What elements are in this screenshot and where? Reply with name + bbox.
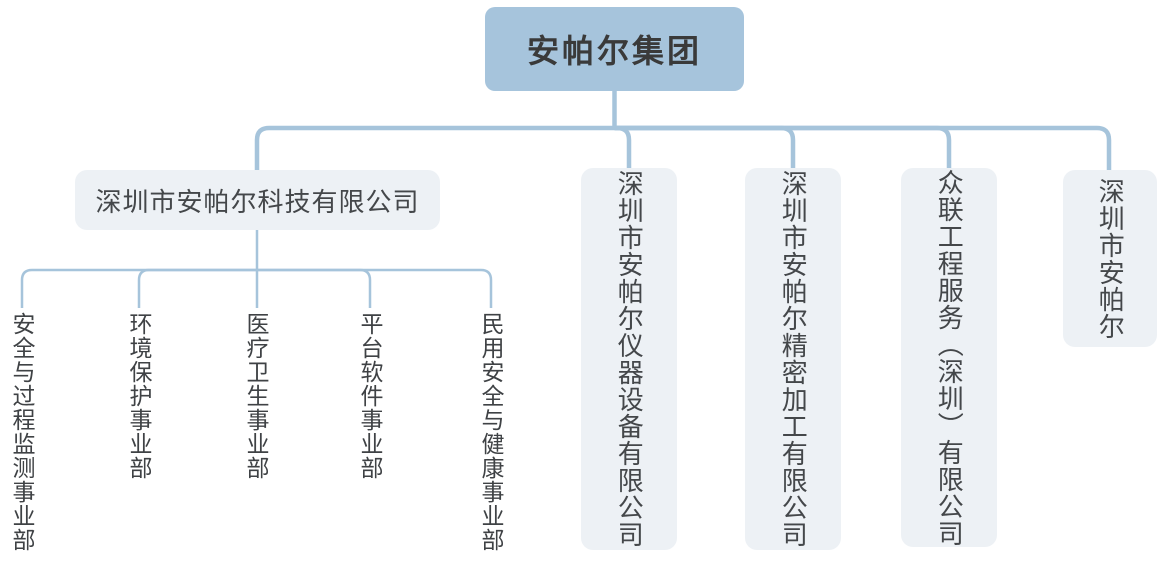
node-company-precision: 深圳市安帕尔精密加工有限公司 — [745, 168, 841, 550]
node-company-instruments-label: 深圳市安帕尔仪器设备有限公司 — [614, 170, 645, 548]
node-company-anpaer: 深圳市安帕尔 — [1063, 170, 1157, 347]
node-company-anpaer-label: 深圳市安帕尔 — [1095, 177, 1126, 340]
node-group-root: 安帕尔集团 — [485, 7, 744, 91]
dept-environmental-protection: 环境保护事业部 — [126, 312, 152, 480]
dept-civil-safety-health: 民用安全与健康事业部 — [478, 312, 504, 552]
node-company-precision-label: 深圳市安帕尔精密加工有限公司 — [778, 170, 809, 548]
dept-safety-process-monitoring: 安全与过程监测事业部 — [9, 312, 35, 552]
node-company-zhonglian-label: 众联工程服务（深圳）有限公司 — [934, 168, 965, 547]
dept-medical-health: 医疗卫生事业部 — [243, 312, 269, 480]
node-company-zhonglian: 众联工程服务（深圳）有限公司 — [901, 168, 997, 547]
node-company-tech: 深圳市安帕尔科技有限公司 — [75, 170, 440, 230]
dept-platform-software: 平台软件事业部 — [357, 312, 383, 480]
node-company-instruments: 深圳市安帕尔仪器设备有限公司 — [581, 168, 677, 550]
